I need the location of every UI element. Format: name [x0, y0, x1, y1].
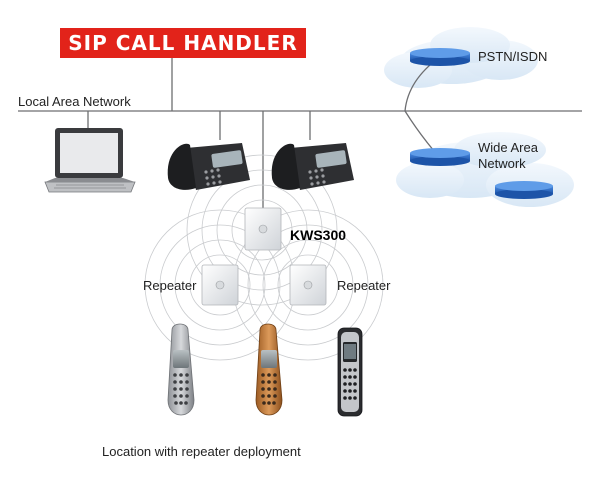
coverage-rings — [144, 154, 384, 361]
repeater-icon — [289, 264, 327, 306]
base-station-icon — [244, 207, 282, 251]
repeater-icon — [201, 264, 239, 306]
pstn-label: PSTN/ISDN — [478, 49, 548, 64]
handset-icon — [167, 323, 195, 416]
lan-label: Local Area Network — [18, 94, 131, 109]
wan-label-line2: Network — [478, 156, 526, 171]
wan-label-line1: Wide Area — [478, 140, 538, 155]
repeater-left-label: Repeater — [143, 278, 197, 293]
wan-disc-2-icon — [495, 181, 553, 199]
laptop-icon — [44, 128, 136, 193]
wan-disc-icon — [410, 148, 470, 166]
handset-icon — [255, 323, 283, 416]
call-handler-title: SIP CALL HANDLER — [68, 31, 298, 55]
desk-phone-icon — [167, 143, 250, 190]
repeater-right-label: Repeater — [337, 278, 391, 293]
handset-icon — [337, 327, 363, 417]
desk-phone-icon — [271, 143, 354, 190]
pstn-disc-icon — [410, 48, 470, 66]
caption: Location with repeater deployment — [102, 444, 301, 459]
kws300-label: KWS300 — [290, 227, 347, 243]
call-handler-title-box: SIP CALL HANDLER — [60, 28, 306, 58]
